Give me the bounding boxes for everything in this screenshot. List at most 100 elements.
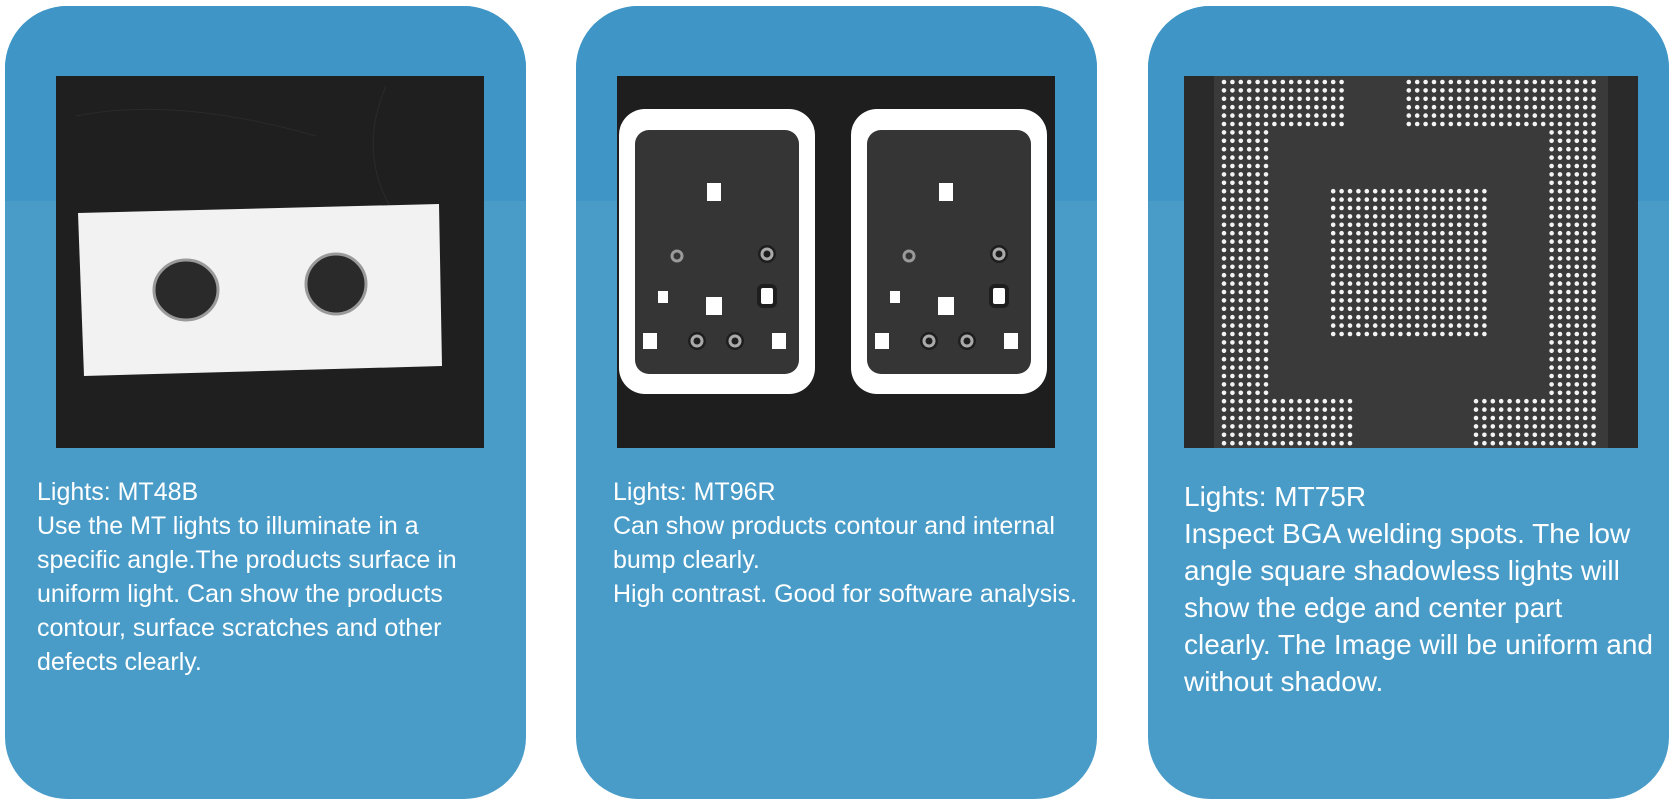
solder-ball — [1238, 356, 1244, 362]
solder-ball — [1288, 79, 1294, 85]
solder-ball — [1515, 96, 1521, 102]
solder-ball — [1356, 247, 1361, 253]
solder-ball — [1246, 96, 1252, 102]
solder-ball — [1440, 222, 1445, 228]
solder-ball — [1423, 197, 1428, 202]
solder-ball — [1280, 79, 1286, 85]
solder-ball — [1246, 356, 1252, 362]
solder-ball — [1557, 272, 1563, 278]
solder-ball — [1423, 289, 1428, 295]
solder-ball — [1221, 365, 1227, 370]
solder-ball — [1574, 155, 1580, 160]
solder-ball — [1255, 180, 1260, 186]
solder-ball — [1549, 121, 1554, 127]
solder-ball — [1440, 306, 1445, 312]
solder-ball — [1389, 188, 1395, 194]
solder-ball — [1566, 172, 1571, 177]
solder-ball — [1221, 331, 1227, 337]
solder-ball — [1549, 79, 1554, 85]
solder-ball — [1272, 104, 1277, 110]
solder-ball — [1330, 230, 1336, 236]
solder-ball — [1482, 121, 1487, 127]
solder-ball — [1482, 247, 1487, 253]
solder-ball — [1263, 314, 1269, 320]
solder-ball — [1272, 440, 1277, 446]
solder-ball — [1490, 424, 1496, 429]
solder-ball — [1566, 130, 1571, 135]
solder-ball — [1221, 121, 1227, 127]
product-image-bga — [1184, 76, 1638, 448]
solder-ball — [1221, 415, 1227, 421]
solder-ball — [1230, 138, 1235, 144]
solder-ball — [1524, 96, 1529, 102]
solder-ball — [1238, 222, 1244, 228]
solder-ball — [1221, 214, 1227, 219]
solder-ball — [1473, 440, 1479, 446]
solder-ball — [1566, 155, 1571, 160]
solder-ball — [1423, 247, 1428, 253]
solder-ball — [1557, 104, 1563, 110]
solder-ball — [1221, 348, 1227, 354]
solder-ball — [1381, 188, 1386, 194]
solder-ball — [1582, 197, 1588, 202]
solder-ball — [1356, 298, 1361, 303]
solder-ball — [1314, 440, 1319, 446]
solder-ball — [1230, 247, 1235, 253]
solder-ball — [1473, 407, 1479, 412]
solder-ball — [1582, 306, 1588, 312]
solder-ball — [1297, 424, 1302, 429]
solder-ball — [1221, 323, 1227, 328]
solder-ball — [1221, 130, 1227, 135]
solder-ball — [1465, 314, 1470, 320]
solder-ball — [1347, 239, 1353, 244]
solder-ball — [1246, 348, 1252, 354]
solder-ball — [1465, 272, 1470, 278]
solder-ball — [1330, 88, 1336, 93]
solder-ball — [1507, 96, 1512, 102]
solder-ball — [1255, 323, 1260, 328]
solder-ball — [1566, 79, 1571, 85]
solder-ball — [1356, 256, 1361, 261]
solder-ball — [1532, 415, 1538, 421]
solder-ball — [1423, 88, 1428, 93]
solder-ball — [1263, 348, 1269, 354]
solder-ball — [1356, 214, 1361, 219]
solder-ball — [1339, 197, 1344, 202]
solder-ball — [1524, 432, 1529, 438]
solder-ball — [1347, 424, 1353, 429]
solder-ball — [1263, 88, 1269, 93]
solder-ball — [1305, 398, 1311, 404]
solder-ball — [1339, 79, 1344, 85]
solder-ball — [1423, 272, 1428, 278]
solder-ball — [1356, 188, 1361, 194]
solder-ball — [1524, 113, 1529, 118]
solder-ball — [1330, 247, 1336, 253]
solder-ball — [1414, 281, 1420, 286]
solder-ball — [1591, 188, 1596, 194]
solder-ball — [1566, 138, 1571, 144]
solder-ball — [1574, 163, 1580, 169]
solder-ball — [1532, 79, 1538, 85]
solder-ball — [1230, 121, 1235, 127]
solder-ball — [1557, 197, 1563, 202]
solder-ball — [1263, 390, 1269, 396]
solder-ball — [1263, 205, 1269, 211]
solder-ball — [1582, 281, 1588, 286]
solder-ball — [1574, 424, 1580, 429]
solder-ball — [1263, 146, 1269, 152]
solder-ball — [1263, 272, 1269, 278]
solder-ball — [1557, 323, 1563, 328]
solder-ball — [1221, 180, 1227, 186]
solder-ball — [1297, 96, 1302, 102]
solder-ball — [1263, 264, 1269, 270]
solder-ball — [1482, 188, 1487, 194]
solder-ball — [1288, 121, 1294, 127]
solder-ball — [1557, 172, 1563, 177]
solder-ball — [1557, 440, 1563, 446]
solder-ball — [1406, 239, 1412, 244]
solder-ball — [1448, 306, 1454, 312]
solder-ball — [1246, 264, 1252, 270]
solder-ball — [1221, 264, 1227, 270]
solder-ball — [1591, 356, 1596, 362]
solder-ball — [1557, 415, 1563, 421]
